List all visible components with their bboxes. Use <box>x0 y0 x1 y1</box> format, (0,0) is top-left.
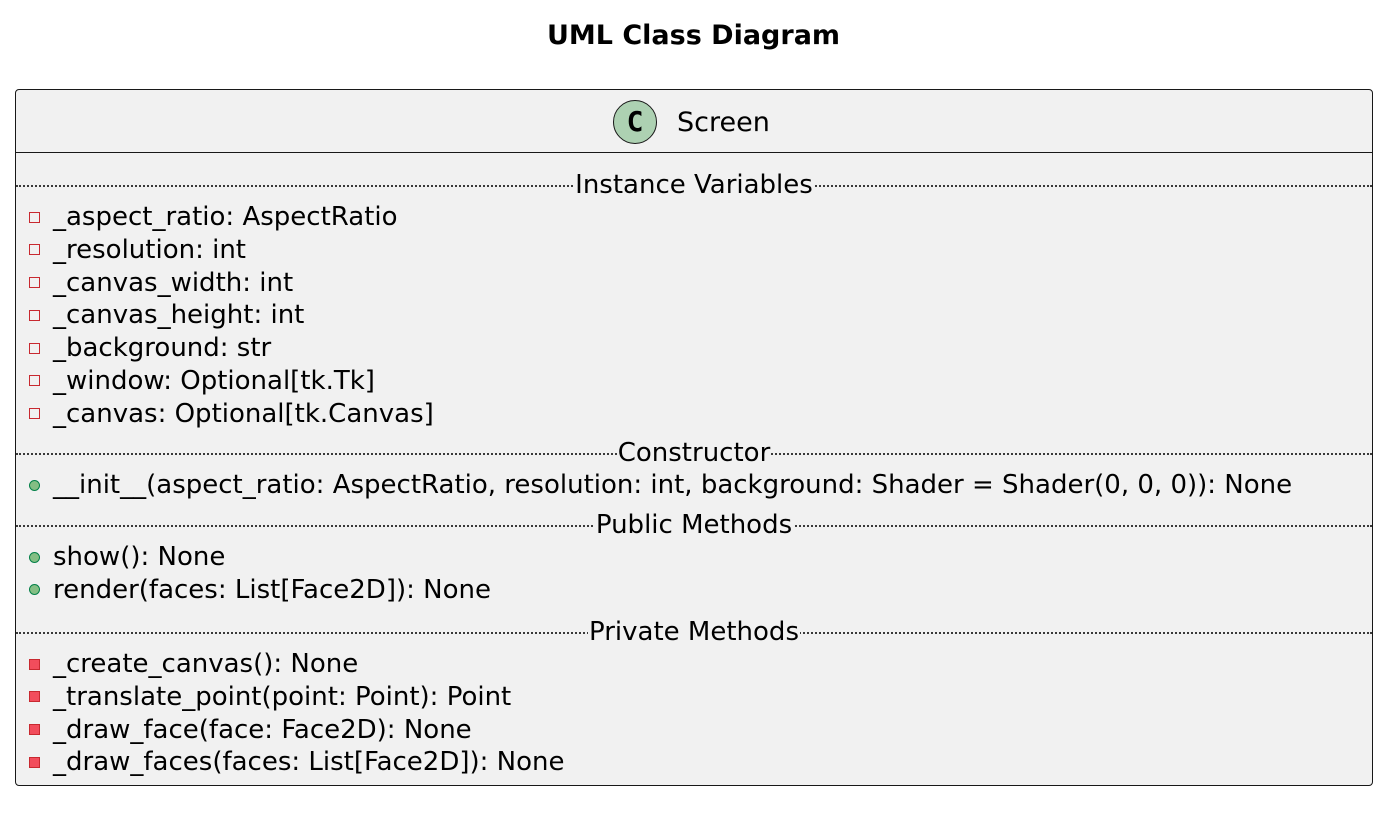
member-text: show(): None <box>53 542 226 572</box>
member-text: _canvas_height: int <box>53 300 305 331</box>
member-text: _window: Optional[tk.Tk] <box>53 365 375 396</box>
class-field: _background: str <box>29 332 271 364</box>
class-method: __init__(aspect_ratio: AspectRatio, reso… <box>29 469 1292 501</box>
private-field-icon <box>29 375 40 387</box>
private-field-icon <box>29 309 40 321</box>
private-method-icon <box>29 691 40 703</box>
section-label: Public Methods <box>16 509 1372 541</box>
public-method-icon <box>29 479 40 491</box>
private-method-icon <box>29 658 40 670</box>
member-text: _canvas_width: int <box>53 267 294 298</box>
class-header-content: C Screen <box>613 99 770 145</box>
member-text: _translate_point(point: Point): Point <box>53 681 512 712</box>
member-text: _draw_face(face: Face2D): None <box>53 714 472 745</box>
section-label-text: Private Methods <box>588 617 800 647</box>
section-label: Instance Variables <box>16 169 1372 201</box>
private-method-icon <box>29 724 40 735</box>
class-name: Screen <box>677 106 770 138</box>
class-method: show(): None <box>29 541 225 573</box>
class-method: _draw_face(face: Face2D): None <box>29 714 472 746</box>
class-method: _translate_point(point: Point): Point <box>29 681 511 713</box>
class-box-screen: C Screen Instance Variables _aspect_ratio… <box>15 89 1373 786</box>
section-label: Constructor <box>16 437 1372 469</box>
class-header: C Screen <box>16 90 1372 153</box>
class-field: _window: Optional[tk.Tk] <box>29 365 375 397</box>
class-field: _aspect_ratio: AspectRatio <box>29 201 398 233</box>
class-stereotype-icon: C <box>613 100 657 144</box>
member-text: _create_canvas(): None <box>53 649 359 679</box>
diagram-title: UML Class Diagram <box>546 20 841 51</box>
member-text: __init__(aspect_ratio: AspectRatio, reso… <box>53 470 1293 500</box>
public-method-icon <box>29 551 40 563</box>
private-field-icon <box>29 342 40 354</box>
section-label-text: Public Methods <box>594 510 794 540</box>
class-method: _draw_faces(faces: List[Face2D]): None <box>29 746 565 778</box>
private-method-icon <box>29 756 40 768</box>
member-text: _background: str <box>53 333 272 363</box>
member-text: render(faces: List[Face2D]): None <box>53 574 491 605</box>
class-field: _canvas: Optional[tk.Canvas] <box>29 398 434 430</box>
class-method: _create_canvas(): None <box>29 648 358 680</box>
class-field: _canvas_width: int <box>29 267 293 299</box>
member-text: _canvas: Optional[tk.Canvas] <box>53 398 434 429</box>
public-method-icon <box>29 584 40 596</box>
private-field-icon <box>29 277 40 288</box>
class-field: _canvas_height: int <box>29 299 304 331</box>
member-text: _aspect_ratio: AspectRatio <box>53 202 398 232</box>
member-text: _draw_faces(faces: List[Face2D]): None <box>53 747 565 778</box>
section-label-text: Constructor <box>616 438 772 468</box>
private-field-icon <box>29 244 40 256</box>
section-label-text: Instance Variables <box>574 170 814 200</box>
class-method: render(faces: List[Face2D]): None <box>29 574 491 606</box>
class-field: _resolution: int <box>29 234 246 266</box>
private-field-icon <box>29 211 40 223</box>
member-text: _resolution: int <box>53 234 246 265</box>
private-field-icon <box>29 408 40 419</box>
section-label: Private Methods <box>16 616 1372 648</box>
